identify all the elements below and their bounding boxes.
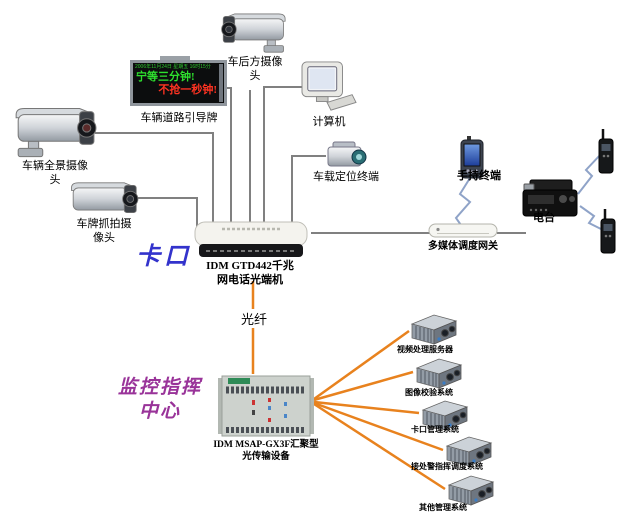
fan-link-server1 <box>313 329 410 401</box>
panorama-camera-label: 车辆全景摄像 头 <box>22 160 88 186</box>
fiber-label: 光纤 <box>234 309 274 328</box>
server-label-dispatch-command: 接处警指挥调度系统 <box>411 462 483 471</box>
road-sign-datetime: 2006年11月24日 星期五 16时15分 <box>135 64 211 70</box>
walkie-talkie-2-icon <box>598 208 618 258</box>
gateway-label: 多媒体调度网关 <box>428 241 498 252</box>
transmission-device-icon <box>218 374 314 438</box>
server-icon-dispatch-command <box>439 434 495 468</box>
wireless-radio-to-walkie2 <box>579 205 604 231</box>
wire-panorama-camera <box>95 132 214 229</box>
server-label-checkpoint-management: 卡口管理系统 <box>411 425 459 434</box>
road-sign-line2: 不抢一秒钟! <box>158 84 217 96</box>
server-label-video-processing: 视频处理服务器 <box>397 345 453 354</box>
wireless-handheld-to-gateway <box>454 177 472 229</box>
fan-link-server4 <box>313 401 444 452</box>
fan-link-server5 <box>313 402 446 491</box>
optical-terminal-icon <box>192 220 310 260</box>
wire-computer <box>263 86 303 229</box>
server-label-other-systems: 其他管理系统 <box>419 503 467 512</box>
checkpoint-label: 卡口 <box>136 244 192 270</box>
fan-link-server2 <box>313 370 414 402</box>
handheld-terminal-label: 手持终端 <box>457 170 501 182</box>
wire-positioning-terminal <box>291 155 326 229</box>
computer-label: 计算机 <box>312 116 346 128</box>
fan-link-server3 <box>313 400 420 415</box>
server-icon-checkpoint-management <box>415 398 471 432</box>
positioning-terminal-icon <box>326 140 368 170</box>
server-icon-other-systems <box>441 473 497 507</box>
server-label-image-verification: 图像校验系统 <box>405 388 453 397</box>
rear-camera-label: 车后方摄像 头 <box>227 56 283 82</box>
computer-icon <box>300 60 358 114</box>
wire-road-sign <box>226 87 232 229</box>
road-sign-label: 车辆道路引导牌 <box>140 112 218 124</box>
plate-camera-icon <box>66 176 140 222</box>
command-center-label: 监控指挥 中心 <box>117 377 202 422</box>
wire-plate-camera <box>138 197 198 229</box>
radio-icon <box>520 178 580 220</box>
wireless-radio-to-walkie1 <box>577 153 602 195</box>
plate-camera-label: 车牌抓拍摄 像头 <box>76 218 132 244</box>
road-sign-display: 2006年11月24日 星期五 16时15分 宁等三分钟! 不抢一秒钟! <box>130 60 227 106</box>
gateway-icon <box>428 222 498 240</box>
walkie-talkie-1-icon <box>596 128 616 178</box>
road-sign-bracket <box>160 56 190 61</box>
handheld-terminal-icon <box>458 136 486 180</box>
road-sign-line1: 宁等三分钟! <box>136 71 195 83</box>
rear-camera-icon <box>220 6 290 56</box>
positioning-terminal-label: 车载定位终端 <box>313 171 379 183</box>
server-icon-video-processing <box>404 312 460 346</box>
optical-terminal-label: IDM GTD442千兆 网电话光端机 <box>206 260 294 286</box>
transmission-device-label: IDM MSAP-GX3F汇聚型 光传输设备 <box>213 440 319 462</box>
panorama-camera-icon <box>10 100 98 160</box>
road-sign-side-strip <box>219 64 223 102</box>
radio-label: 电台 <box>533 212 555 224</box>
server-icon-image-verification <box>409 356 465 390</box>
